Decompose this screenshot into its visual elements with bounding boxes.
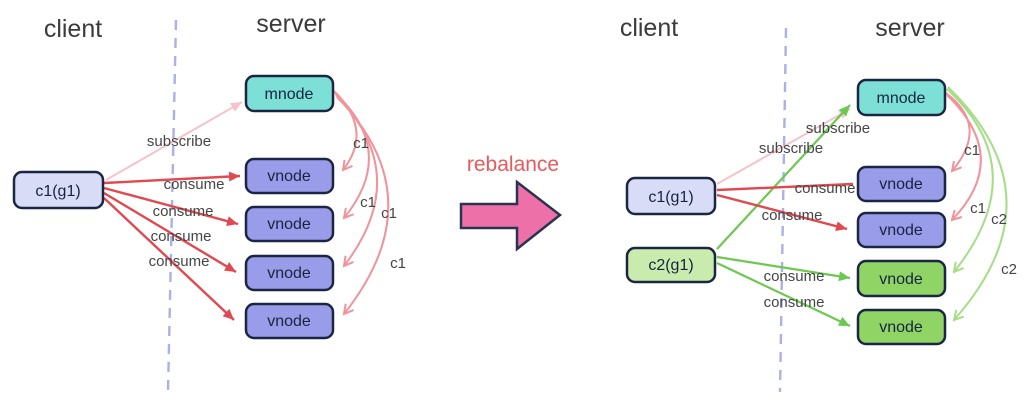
left-client-title: client bbox=[44, 15, 102, 43]
left-subscribe-arrow bbox=[105, 101, 243, 181]
right-client-title: client bbox=[620, 14, 678, 42]
left-mnode-label: mnode bbox=[265, 86, 314, 103]
left-subscribe-label: subscribe bbox=[147, 133, 211, 150]
left-channel-label-2: c1 bbox=[360, 194, 376, 211]
left-channel-label-4: c1 bbox=[390, 255, 406, 272]
left-panel: client server subscribe consume consume … bbox=[12, 10, 406, 393]
right-consume-arrow-4 bbox=[716, 262, 851, 327]
left-consume-arrow-2 bbox=[103, 186, 239, 226]
left-vnode-label-4: vnode bbox=[267, 313, 311, 330]
left-vnode-label-2: vnode bbox=[267, 216, 311, 233]
right-mnode-label: mnode bbox=[877, 90, 926, 107]
left-vnode-label-3: vnode bbox=[267, 265, 311, 282]
right-subscribe-arrow-c2 bbox=[716, 104, 851, 250]
left-consume-arrow-3 bbox=[103, 191, 237, 274]
right-consume-label-1: consume bbox=[795, 180, 856, 197]
left-server-title: server bbox=[256, 10, 325, 38]
left-consume-arrow-1 bbox=[103, 171, 241, 185]
right-channel-arc-2 bbox=[946, 94, 982, 222]
right-vnode-1 bbox=[856, 165, 947, 203]
left-channel-label-3: c1 bbox=[381, 205, 397, 222]
right-consume-label-4: consume bbox=[764, 294, 825, 311]
right-subscribe-label-2: subscribe bbox=[759, 140, 823, 157]
rebalance-arrow-icon bbox=[459, 179, 563, 252]
left-consume-label-1: consume bbox=[164, 176, 225, 193]
right-channel-label-4: c2 bbox=[1001, 261, 1017, 278]
right-server-title: server bbox=[875, 14, 944, 42]
right-vnode-4 bbox=[856, 308, 947, 346]
right-vnode-label-1: vnode bbox=[879, 176, 923, 193]
right-vnode-label-4: vnode bbox=[879, 319, 923, 336]
left-channel-label-1: c1 bbox=[353, 135, 369, 152]
rebalance-label: rebalance bbox=[467, 153, 559, 176]
left-channel-arc-4 bbox=[336, 96, 390, 316]
right-channel-arc-4 bbox=[947, 86, 1008, 322]
right-consumer-node-c2 bbox=[625, 246, 717, 284]
left-mnode-node bbox=[244, 74, 335, 113]
right-channel-arc-3 bbox=[946, 88, 994, 274]
right-channel-label-1: c1 bbox=[964, 142, 980, 159]
right-client-server-divider bbox=[778, 27, 788, 393]
right-channel-label-2: c1 bbox=[970, 200, 986, 217]
right-consume-label-3: consume bbox=[764, 268, 825, 285]
right-panel: client server subscribe subscribe consum… bbox=[620, 14, 1017, 393]
right-vnode-label-2: vnode bbox=[879, 222, 923, 239]
left-consume-label-2: consume bbox=[153, 203, 214, 220]
transition: rebalance bbox=[459, 153, 563, 252]
right-vnode-3 bbox=[856, 259, 947, 298]
left-vnode-3 bbox=[244, 254, 335, 292]
left-consume-label-4: consume bbox=[149, 253, 210, 270]
left-vnode-label-1: vnode bbox=[267, 168, 311, 185]
right-consumer-label-c1: c1(g1) bbox=[648, 189, 693, 206]
left-consumer-node bbox=[12, 170, 105, 210]
left-consume-label-3: consume bbox=[151, 228, 212, 245]
right-vnode-2 bbox=[856, 211, 947, 249]
right-subscribe-label-1: subscribe bbox=[806, 120, 870, 137]
left-vnode-2 bbox=[244, 205, 335, 243]
right-consume-arrow-2 bbox=[716, 193, 848, 232]
right-consumer-label-c2: c2(g1) bbox=[648, 257, 693, 274]
right-consume-label-2: consume bbox=[762, 207, 823, 224]
left-consume-arrow-4 bbox=[103, 197, 235, 321]
right-channel-label-3: c2 bbox=[991, 211, 1007, 228]
right-vnode-label-3: vnode bbox=[879, 271, 923, 288]
left-consumer-label: c1(g1) bbox=[35, 183, 80, 200]
left-vnode-1 bbox=[244, 157, 335, 195]
right-consume-arrow-1 bbox=[716, 182, 854, 192]
right-consume-arrow-3 bbox=[716, 255, 851, 282]
right-mnode-node bbox=[856, 78, 947, 117]
right-subscribe-arrow-c1 bbox=[716, 108, 851, 185]
left-vnode-4 bbox=[244, 302, 335, 340]
right-channel-arc-1 bbox=[945, 92, 971, 173]
right-consumer-node-c1 bbox=[625, 176, 717, 216]
